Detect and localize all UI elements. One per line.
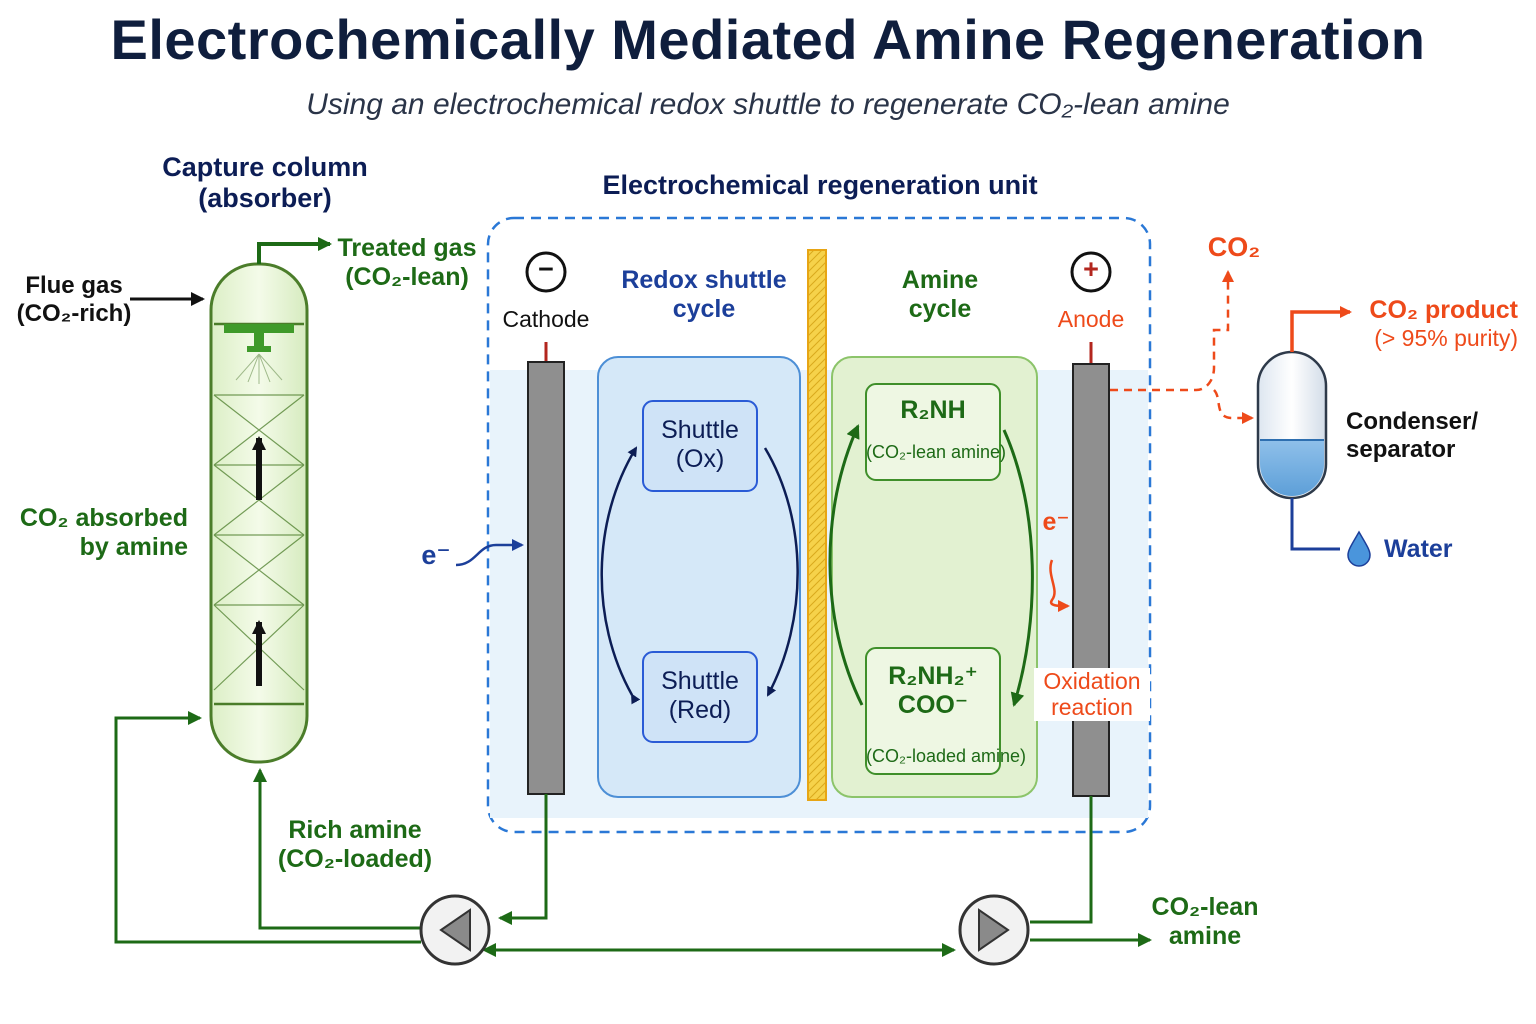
cathode-symbol: − [538, 254, 554, 284]
loaded-amine-formula: R₂NH₂⁺ COO⁻ [888, 662, 978, 719]
rich-amine-label: Rich amine (CO₂-loaded) [277, 816, 433, 873]
lean-amine-formula: R₂NH [900, 396, 966, 424]
capture-column [130, 237, 332, 764]
page-title: Electrochemically Mediated Amine Regener… [110, 8, 1426, 71]
regeneration-unit-heading: Electrochemical regeneration unit [602, 170, 1038, 200]
capture-column-heading: Capture column (absorber) [162, 152, 368, 214]
anode-label: Anode [1057, 306, 1125, 332]
treated-gas-label: Treated gas (CO₂-lean) [337, 234, 477, 291]
oxidation-reaction-label: Oxidation reaction [1034, 668, 1150, 721]
amine-loop-piping [114, 711, 1152, 957]
anode-symbol: + [1083, 254, 1099, 284]
cathode-label: Cathode [502, 306, 590, 332]
condenser-separator-label: Condenser/ separator [1346, 408, 1479, 463]
co2-product-train [1110, 270, 1371, 567]
lean-amine-note: (CO₂-lean amine) [866, 442, 1007, 462]
amine-cycle-heading: Amine cycle [901, 266, 979, 323]
co2-absorbed-label: CO₂ absorbed by amine [19, 504, 188, 561]
pump-right [958, 894, 1030, 966]
shuttle-red-box: Shuttle (Red) [661, 667, 739, 724]
water-label: Water [1384, 535, 1453, 563]
regeneration-unit [455, 216, 1152, 834]
lean-amine-outlet-label: CO₂-lean amine [1151, 893, 1259, 950]
co2-product-label: CO₂ product (> 95% purity) [1369, 296, 1518, 351]
pump-left [419, 894, 491, 966]
electron-in-label: e⁻ [421, 540, 451, 570]
shuttle-ox-box: Shuttle (Ox) [661, 416, 739, 473]
electron-out-label: e⁻ [1042, 508, 1070, 536]
co2-vent-label: CO₂ [1207, 232, 1261, 262]
page-subtitle: Using an electrochemical redox shuttle t… [306, 88, 1230, 121]
redox-cycle-heading: Redox shuttle cycle [621, 266, 787, 323]
loaded-amine-note: (CO₂-loaded amine) [866, 746, 1027, 766]
flue-gas-label: Flue gas (CO₂-rich) [16, 272, 132, 327]
